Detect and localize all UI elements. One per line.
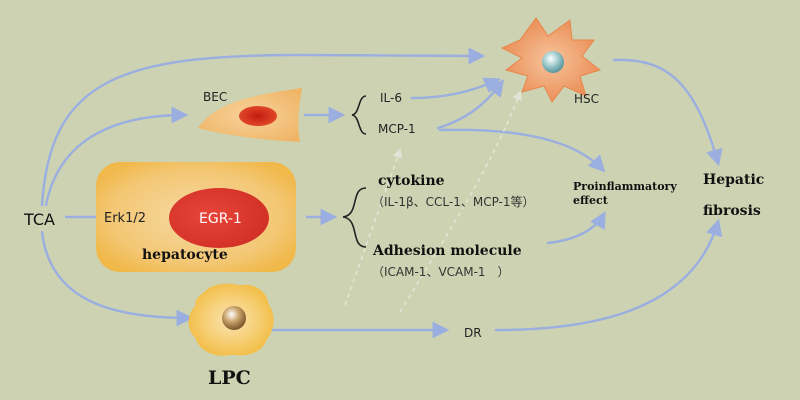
lpc-label: LPC	[208, 367, 251, 389]
dashed-arrow-lpc-to-hsc	[399, 90, 522, 313]
arrow-mcp1-to-hsc	[436, 79, 504, 130]
lpc-nucleus	[222, 306, 246, 330]
arrow-hsc-to-fibrosis	[612, 58, 723, 167]
hsc-nucleus	[542, 51, 564, 73]
hsc-label: HSC	[574, 92, 599, 106]
hepatocyte-label: hepatocyte	[142, 247, 228, 263]
cytokine-label: cytokine	[378, 173, 445, 189]
arrow-tca-to-hsc	[40, 47, 486, 207]
tca-label: TCA	[23, 210, 55, 229]
arrow-tca-to-lpc	[40, 230, 194, 327]
il6-label: IL-6	[380, 91, 402, 105]
hepatic-fibrosis-label-line1: Hepatic	[703, 172, 764, 188]
adhesion-list: （ICAM-1、VCAM-1 ）	[372, 265, 510, 279]
mcp1-label: MCP-1	[378, 122, 416, 136]
proinflammatory-label-line2: effect	[573, 194, 609, 207]
egr1-nucleus	[169, 188, 269, 248]
bec-label: BEC	[203, 90, 227, 104]
cytokine-list: （IL-1β、CCL-1、MCP-1等）	[372, 195, 535, 209]
adhesion-molecule-label: Adhesion molecule	[372, 243, 522, 259]
bec-nucleus	[239, 106, 277, 126]
brace-bec-cytokines	[351, 95, 367, 135]
dr-label: DR	[464, 326, 482, 340]
arrow-dr-to-fibrosis	[494, 218, 723, 332]
arrow-mcp1-to-proinflammatory	[438, 128, 606, 173]
erk-label: Erk1/2	[104, 211, 146, 226]
egr1-label: EGR-1	[199, 211, 242, 227]
hepatic-fibrosis-label-line2: fibrosis	[703, 203, 761, 219]
arrow-tca-to-bec	[44, 106, 189, 207]
proinflammatory-label-line1: Proinflammatory	[573, 180, 677, 193]
dashed-arrow-lpc-to-mcp1	[344, 148, 402, 306]
brace-hepatocyte-molecules	[342, 187, 367, 248]
arrow-adhesion-to-proinflammatory	[546, 211, 606, 245]
arrow-il6-to-hsc	[410, 77, 502, 100]
